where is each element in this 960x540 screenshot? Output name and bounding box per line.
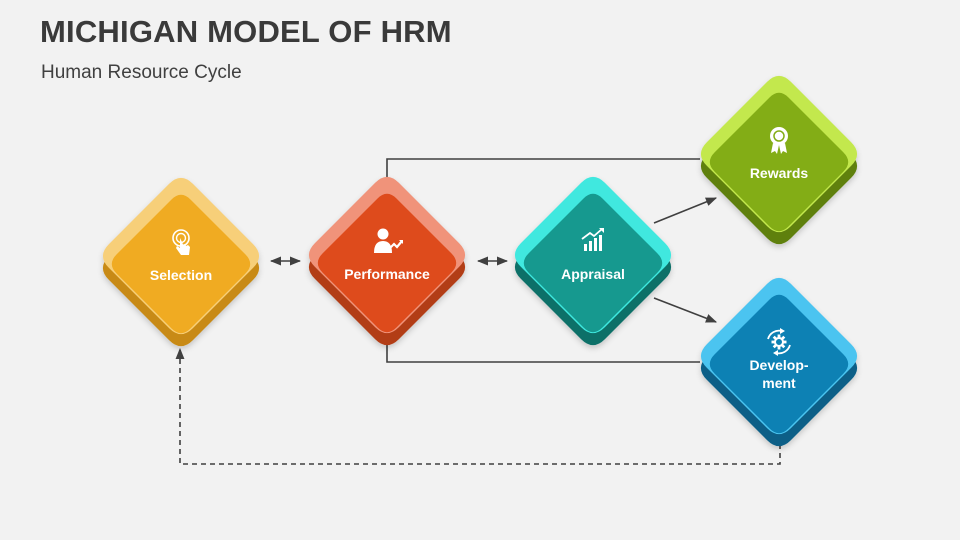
node-rewards-face <box>709 92 849 232</box>
touch-icon <box>172 229 190 255</box>
node-development: Develop-ment <box>700 277 858 447</box>
connector-performance-development <box>386 344 700 363</box>
connector-development-selection <box>175 347 781 465</box>
slide-title: MICHIGAN MODEL OF HRM <box>40 14 452 49</box>
bar-chart-icon <box>581 228 604 251</box>
person-growth-icon <box>374 228 403 253</box>
connector-performance-rewards <box>386 158 700 178</box>
gear-cycle-icon <box>767 328 791 356</box>
node-appraisal-label: Appraisal <box>561 266 625 282</box>
node-appraisal: Appraisal <box>514 176 672 346</box>
node-performance-face <box>317 193 457 333</box>
connector-appraisal-development <box>653 297 718 323</box>
slide-subtitle: Human Resource Cycle <box>41 62 242 83</box>
connector-appraisal-rewards <box>653 197 718 224</box>
node-development-label-line: ment <box>762 375 796 391</box>
node-performance: Performance <box>308 176 466 346</box>
node-selection-face <box>111 194 251 334</box>
node-selection-label: Selection <box>150 267 212 283</box>
node-performance-label: Performance <box>344 266 430 282</box>
node-selection: Selection <box>102 177 260 347</box>
node-appraisal-face <box>523 193 663 333</box>
node-rewards-label: Rewards <box>750 165 809 181</box>
nodes: Selection Performance Appraisal RewardsDeve… <box>102 75 858 447</box>
node-development-label-line: Develop- <box>749 357 808 373</box>
connectors <box>175 158 781 465</box>
node-development-face <box>709 294 849 434</box>
node-rewards: Rewards <box>700 75 858 245</box>
award-ribbon-icon <box>770 127 788 154</box>
